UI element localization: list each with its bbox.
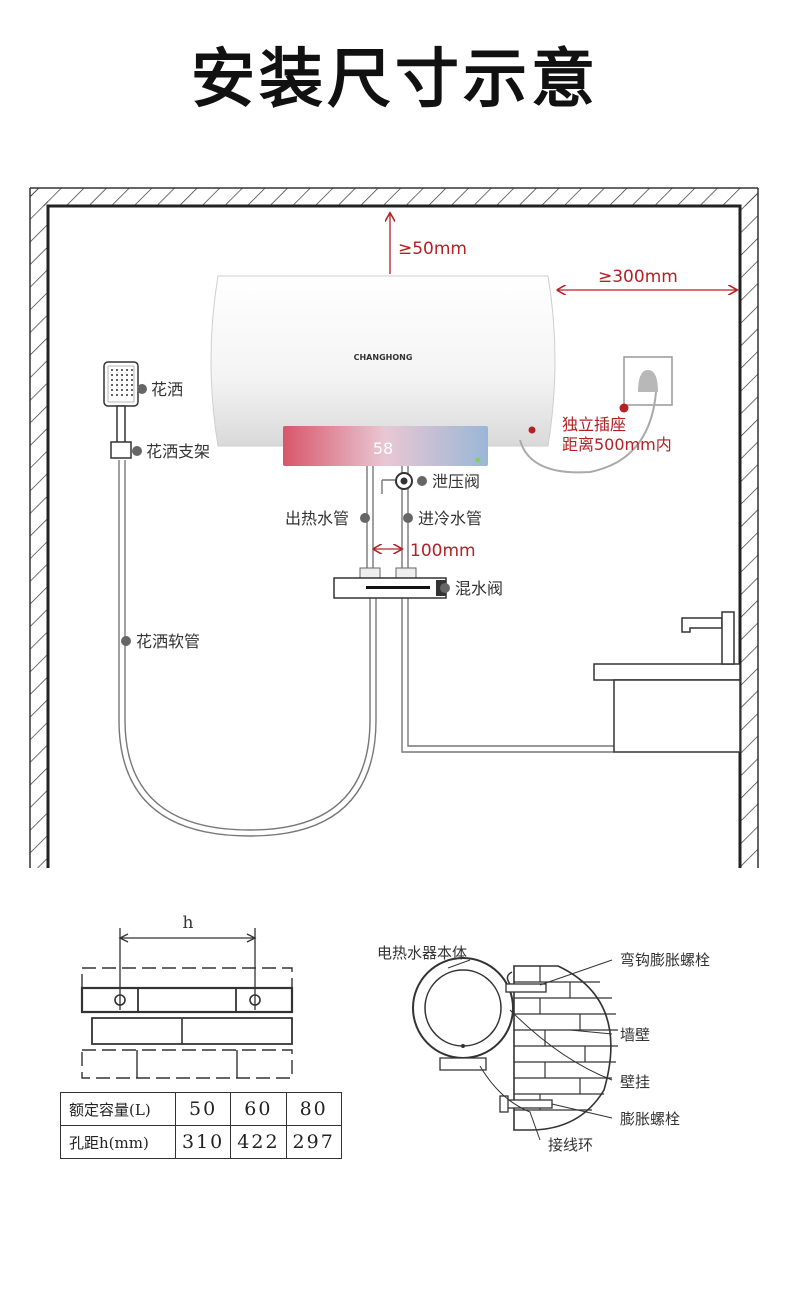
h-dimension-label: h bbox=[183, 913, 194, 933]
room-walls bbox=[29, 187, 759, 868]
socket-note-line1: 独立插座 bbox=[562, 415, 626, 434]
table-cell: 50 bbox=[174, 1092, 232, 1126]
panel-display: 58 bbox=[373, 439, 393, 458]
label-shower-head: 花洒 bbox=[151, 380, 183, 399]
label-shower-hose: 花洒软管 bbox=[136, 632, 200, 651]
table-header-hole-distance: 孔距h(mm) bbox=[60, 1125, 176, 1159]
table-header-capacity: 额定容量(L) bbox=[60, 1092, 176, 1126]
socket-note-line2: 距离500mm内 bbox=[562, 435, 672, 454]
spec-table: 额定容量(L) 50 60 80 孔距h(mm) 310 422 297 bbox=[60, 1092, 342, 1159]
wall-socket bbox=[519, 356, 673, 474]
wash-basin bbox=[593, 611, 741, 753]
table-row: 额定容量(L) 50 60 80 bbox=[60, 1092, 342, 1126]
panel-led bbox=[475, 457, 481, 463]
table-cell: 310 bbox=[174, 1125, 232, 1159]
shower-head bbox=[103, 361, 139, 459]
label-hot-out-pipe: 出热水管 bbox=[285, 509, 349, 528]
table-row: 孔距h(mm) 310 422 297 bbox=[60, 1125, 342, 1159]
water-heater: CHANGHONG 58 bbox=[210, 275, 556, 466]
bracket-spacing-drawing bbox=[80, 928, 294, 1079]
power-indicator bbox=[528, 426, 536, 434]
pipes bbox=[118, 460, 614, 837]
page-title: 安装尺寸示意 bbox=[191, 43, 599, 117]
top-clearance-label: ≥50mm bbox=[398, 239, 467, 259]
side-clearance-label: ≥300mm bbox=[598, 267, 678, 287]
pipe-spacing-label: 100mm bbox=[410, 541, 476, 561]
label-shower-bracket: 花洒支架 bbox=[146, 442, 210, 461]
wall-mount-section bbox=[412, 957, 618, 1141]
label-wiring-ring: 接线环 bbox=[548, 1136, 593, 1154]
label-heater-body: 电热水器本体 bbox=[377, 944, 467, 962]
label-wall-bracket: 壁挂 bbox=[620, 1073, 650, 1091]
brand-logo: CHANGHONG bbox=[354, 353, 413, 362]
label-mixing-valve: 混水阀 bbox=[455, 579, 503, 598]
table-cell: 80 bbox=[285, 1092, 342, 1126]
label-hook-bolt: 弯钩膨胀螺栓 bbox=[620, 951, 710, 969]
control-panel bbox=[283, 426, 488, 466]
label-wall: 墙壁 bbox=[620, 1026, 650, 1044]
table-cell: 60 bbox=[230, 1092, 287, 1126]
label-expansion-bolt: 膨胀螺栓 bbox=[620, 1110, 680, 1128]
label-cold-in-pipe: 进冷水管 bbox=[418, 509, 482, 528]
mixing-valve bbox=[333, 567, 447, 599]
table-cell: 297 bbox=[285, 1125, 342, 1159]
label-relief-valve: 泄压阀 bbox=[432, 472, 480, 491]
table-cell: 422 bbox=[230, 1125, 287, 1159]
